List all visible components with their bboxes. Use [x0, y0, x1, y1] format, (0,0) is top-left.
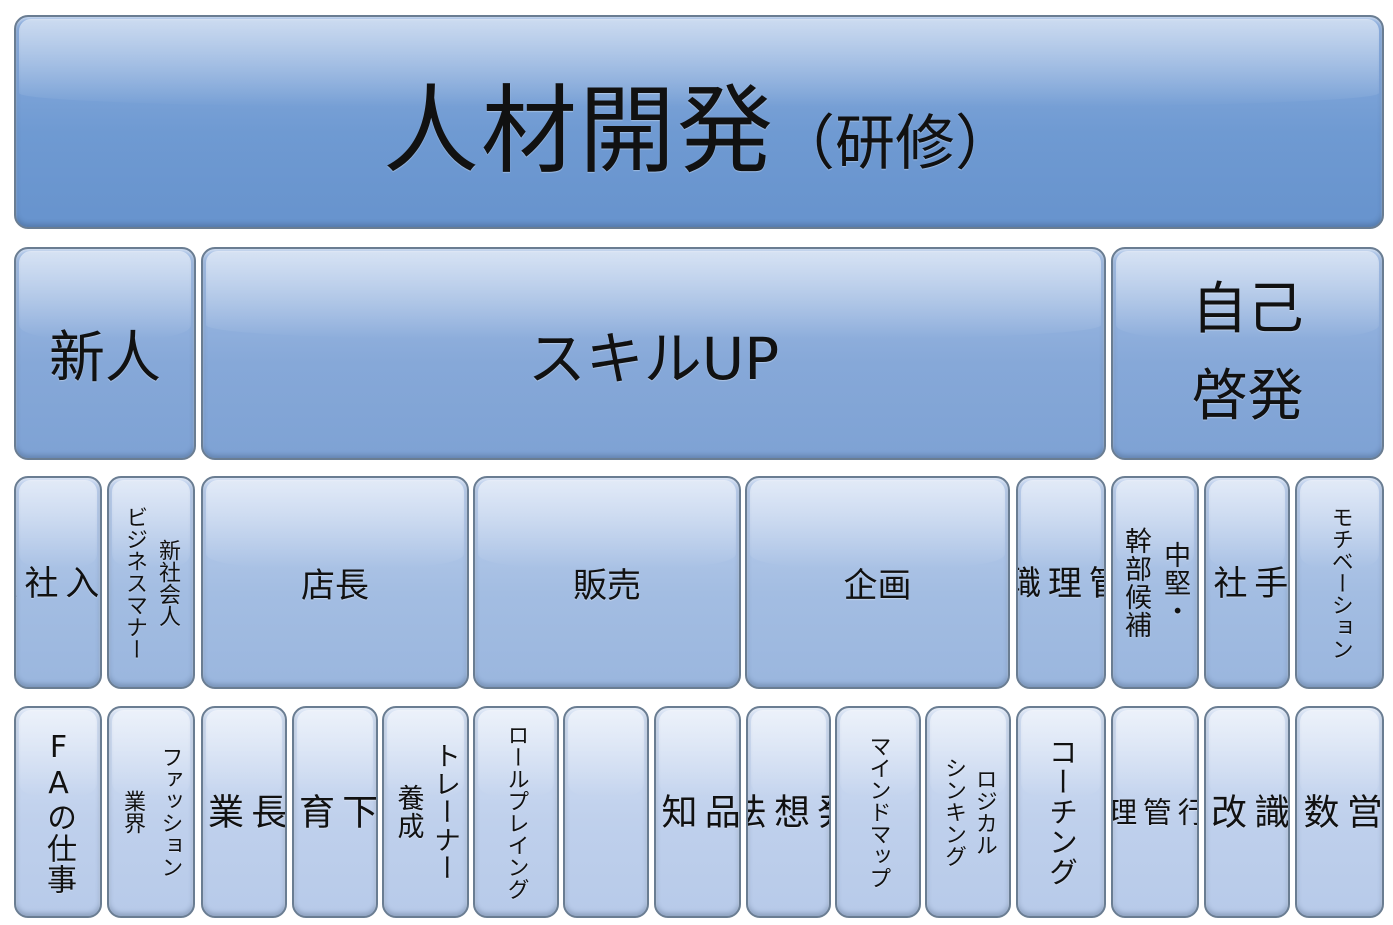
- topic-label: ファッション 業界: [120, 746, 183, 878]
- topic-label: コーチング: [1044, 737, 1079, 887]
- subcategory-mid-level-executive: 中堅・ 幹部候補: [1111, 476, 1199, 689]
- topic-mindset-reform: 意 識 改 革: [1204, 706, 1290, 918]
- topic-label: ロールプレイング: [503, 724, 529, 900]
- topic-coaching: コーチング: [1016, 706, 1106, 918]
- topic-label: 店 長 業 務: [202, 793, 287, 831]
- subcategory-label: 新社会人 ビジネスマナー: [122, 505, 180, 660]
- topic-logical-thinking: ロジカル シンキング: [925, 706, 1011, 918]
- topic-label: マインドマップ: [865, 735, 891, 889]
- topic-ideation-method: 発 想 法: [746, 706, 831, 918]
- subcategory-management: 管 理 職: [1016, 476, 1106, 689]
- subcategory-label: 若 手 社 員: [1204, 564, 1288, 601]
- subcategory-label: 店長: [301, 566, 369, 606]
- title-box: 人材開発（研修）: [14, 15, 1384, 229]
- page-title: 人材開発（研修）: [383, 53, 1015, 192]
- topic-management-figures: 経 営 数 値: [1295, 706, 1384, 918]
- topic-trainer-training: トレーナー 養成: [382, 706, 469, 918]
- subcategory-label: 企画: [843, 566, 912, 606]
- topic-fashion-industry: ファッション 業界: [107, 706, 195, 918]
- subcategory-label: 管 理 職: [1016, 564, 1106, 601]
- topic-label: 代 行 管 理 職: [1111, 797, 1199, 827]
- category-label: スキルUP: [527, 324, 780, 393]
- topic-label: ロジカル シンキング: [941, 757, 997, 867]
- topic-product-knowledge: 商 品 知 識: [654, 706, 741, 918]
- topic-label: トレーナー 養成: [392, 742, 460, 882]
- topic-fa-work: FAの仕事: [14, 706, 102, 918]
- subcategory-motivation: モチベーション: [1295, 476, 1384, 689]
- topic-subordinate-development: 部 下 育 成: [292, 706, 378, 918]
- category-label: 自己 啓発: [1191, 276, 1304, 429]
- category-newcomer: 新人: [14, 247, 196, 460]
- topic-role-playing: ロールプレイング: [473, 706, 559, 918]
- title-sub: （研修）: [775, 108, 1015, 179]
- category-self-development: 自己 啓発: [1111, 247, 1384, 460]
- topic-acting-manager: 代 行 管 理 職: [1111, 706, 1199, 918]
- topic-label: FAの仕事: [41, 729, 76, 895]
- topic-label: 意 識 改 革: [1205, 793, 1290, 831]
- subcategory-sales: 販売: [473, 476, 741, 689]
- topic-label: 経 営 数 値: [1297, 793, 1382, 831]
- topic-label: 部 下 育 成: [293, 793, 378, 831]
- topic-label: 発 想 法: [746, 793, 831, 831]
- subcategory-new-employee: 新 入 社 員: [14, 476, 102, 689]
- subcategory-planning: 企画: [745, 476, 1010, 689]
- topic-cs: C S: [563, 706, 649, 918]
- topic-label: 商 品 知 識: [655, 793, 740, 831]
- subcategory-label: モチベーション: [1327, 505, 1353, 660]
- category-skill-up: スキルUP: [201, 247, 1106, 460]
- subcategory-young-employee: 若 手 社 員: [1204, 476, 1290, 689]
- title-main: 人材開発: [383, 74, 775, 187]
- subcategory-store-manager: 店長: [201, 476, 469, 689]
- topic-mind-map: マインドマップ: [835, 706, 921, 918]
- topic-label: C S: [563, 791, 649, 833]
- topic-store-manager-duties: 店 長 業 務: [201, 706, 287, 918]
- subcategory-label: 中堅・ 幹部候補: [1120, 526, 1191, 639]
- subcategory-label: 新 入 社 員: [14, 564, 102, 601]
- subcategory-label: 販売: [573, 566, 641, 606]
- subcategory-business-manners: 新社会人 ビジネスマナー: [107, 476, 195, 689]
- category-label: 新人: [49, 326, 161, 391]
